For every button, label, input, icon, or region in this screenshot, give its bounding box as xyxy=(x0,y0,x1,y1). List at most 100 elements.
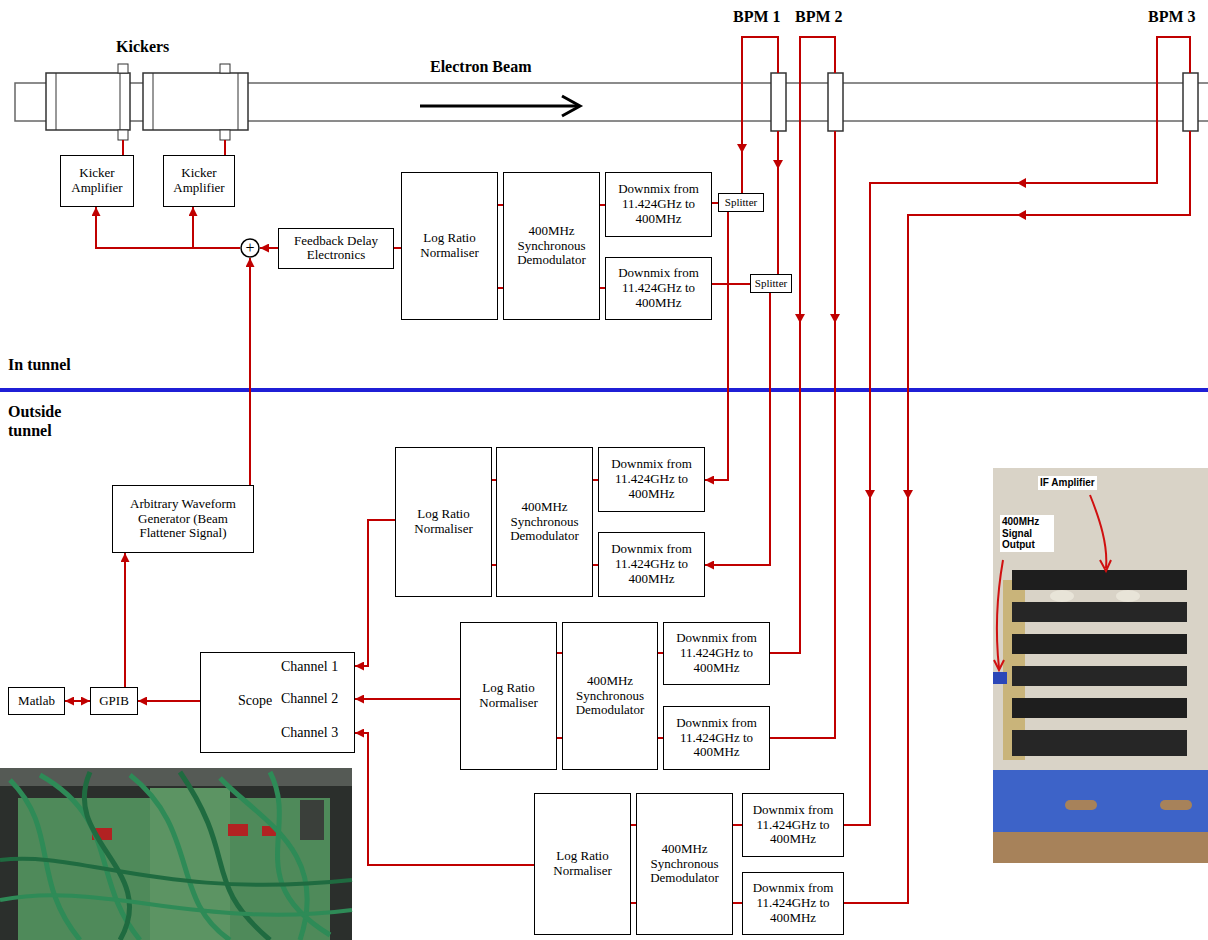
board-component xyxy=(228,824,248,836)
bpm-pickup xyxy=(1183,73,1198,131)
heatsink-fin xyxy=(1012,666,1187,686)
cable xyxy=(270,772,330,935)
box-label: Splitter xyxy=(725,196,757,209)
downmix-box: Downmix from 11.424GHz to 400MHz xyxy=(598,447,705,512)
channel-label: Channel 1 xyxy=(281,659,338,675)
box-label: Kicker Amplifier xyxy=(65,166,129,196)
demodulator-box: 400MHz Synchronous Demodulator xyxy=(636,793,733,935)
scope-title: Scope xyxy=(238,693,272,709)
box-label: GPIB xyxy=(99,694,129,709)
cable-arrowhead xyxy=(903,490,913,499)
bpm-pickup xyxy=(771,73,786,131)
amplifier-box: Kicker Amplifier xyxy=(60,155,134,207)
software-box: Matlab xyxy=(8,687,65,715)
channel-label: Channel 2 xyxy=(281,691,338,707)
cable xyxy=(40,775,140,940)
bpm-label: BPM 2 xyxy=(795,8,843,26)
beam-arrowhead xyxy=(562,96,580,116)
channel-label: Channel 3 xyxy=(281,725,338,741)
region-label: Outside tunnel xyxy=(8,402,88,440)
cable-arrowhead xyxy=(1017,178,1026,188)
ruler-hole xyxy=(1160,800,1192,810)
leader-arrowhead xyxy=(1100,560,1111,571)
kicker-detail xyxy=(153,73,154,130)
leader-arrowhead xyxy=(994,660,1004,670)
box-label: Downmix from 11.424GHz to 400MHz xyxy=(603,457,700,502)
normaliser-box: Log Ratio Normaliser xyxy=(460,622,557,770)
interface-box: GPIB xyxy=(90,687,138,715)
kicker-port xyxy=(220,130,230,140)
signal-connector xyxy=(733,824,742,826)
component-label: Kickers xyxy=(116,38,169,56)
box-label: Log Ratio Normaliser xyxy=(465,681,552,711)
box-label: Splitter xyxy=(755,277,787,290)
box-label: 400MHz Synchronous Demodulator xyxy=(641,842,728,887)
heatsink-fin xyxy=(1012,602,1187,622)
box-label: + xyxy=(245,240,254,256)
downmix-box: Downmix from 11.424GHz to 400MHz xyxy=(742,793,844,857)
generator-box: Arbitrary Waveform Generator (Beam Flatt… xyxy=(112,485,254,553)
box-label: Downmix from 11.424GHz to 400MHz xyxy=(610,266,707,311)
cable-arrowhead xyxy=(737,144,747,153)
leader-arrow xyxy=(1090,495,1106,568)
board-component xyxy=(300,800,324,840)
cable xyxy=(130,775,230,940)
heatsink-fin xyxy=(1012,698,1187,718)
beam-label: Electron Beam xyxy=(430,58,531,76)
box-label: Log Ratio Normaliser xyxy=(539,849,626,879)
box-label: 400MHz Synchronous Demodulator xyxy=(567,674,653,719)
cable-arrowhead xyxy=(830,314,840,323)
downmix-box: Downmix from 11.424GHz to 400MHz xyxy=(605,257,712,320)
cable-arrowhead xyxy=(773,160,783,169)
signal-connector xyxy=(705,293,770,565)
bpm-label: BPM 1 xyxy=(733,8,781,26)
signal-connector xyxy=(193,207,240,248)
kicker-detail xyxy=(120,73,121,130)
demodulator-box: 400MHz Synchronous Demodulator xyxy=(496,447,593,597)
cable xyxy=(84,772,129,940)
signal-connector xyxy=(124,553,126,687)
box-label: 400MHz Synchronous Demodulator xyxy=(501,500,588,545)
bpm-cable xyxy=(742,37,778,193)
downmix-box: Downmix from 11.424GHz to 400MHz xyxy=(663,622,770,685)
bpm-cable xyxy=(777,131,779,274)
demodulator-box: 400MHz Synchronous Demodulator xyxy=(562,622,658,770)
delay-box: Feedback Delay Electronics xyxy=(278,228,394,269)
normaliser-box: Log Ratio Normaliser xyxy=(401,172,498,320)
splitter-box: Splitter xyxy=(750,274,792,293)
box-label: Downmix from 11.424GHz to 400MHz xyxy=(603,542,700,587)
bpm-cable xyxy=(768,131,835,738)
cable-arrowhead xyxy=(795,314,805,323)
ruler xyxy=(993,770,1208,832)
cable xyxy=(0,895,352,915)
normaliser-box: Log Ratio Normaliser xyxy=(395,447,492,597)
kicker-wire xyxy=(224,140,226,155)
signal-connector xyxy=(705,212,728,480)
downmix-box: Downmix from 11.424GHz to 400MHz xyxy=(598,532,705,597)
box-label: Matlab xyxy=(18,694,55,709)
box-label: Downmix from 11.424GHz to 400MHz xyxy=(747,803,839,848)
kicker-port xyxy=(118,130,128,140)
beam-arrow xyxy=(420,105,578,108)
kicker-detail xyxy=(238,73,239,130)
signal-connector xyxy=(96,207,240,248)
region-label: In tunnel xyxy=(8,356,71,374)
scope-box: Scope Channel 1 Channel 2 Channel 3 xyxy=(200,652,355,753)
junction-outline xyxy=(241,239,259,257)
box-label: Downmix from 11.424GHz to 400MHz xyxy=(668,631,765,676)
kicker-body xyxy=(143,73,248,130)
ruler-hole xyxy=(1065,800,1097,810)
box-label: Downmix from 11.424GHz to 400MHz xyxy=(747,881,839,926)
box-label: Feedback Delay Electronics xyxy=(283,234,389,264)
bpm-label: BPM 3 xyxy=(1148,8,1196,26)
downmix-box: Downmix from 11.424GHz to 400MHz xyxy=(742,872,844,935)
normaliser-box: Log Ratio Normaliser xyxy=(534,793,631,935)
signal-output-connector xyxy=(993,672,1007,684)
box-label: Downmix from 11.424GHz to 400MHz xyxy=(668,716,765,761)
photo-callout: 400MHz Signal Output xyxy=(1000,515,1054,552)
box-label: 400MHz Synchronous Demodulator xyxy=(508,224,595,269)
cable xyxy=(0,859,352,885)
kicker-port xyxy=(220,64,230,73)
